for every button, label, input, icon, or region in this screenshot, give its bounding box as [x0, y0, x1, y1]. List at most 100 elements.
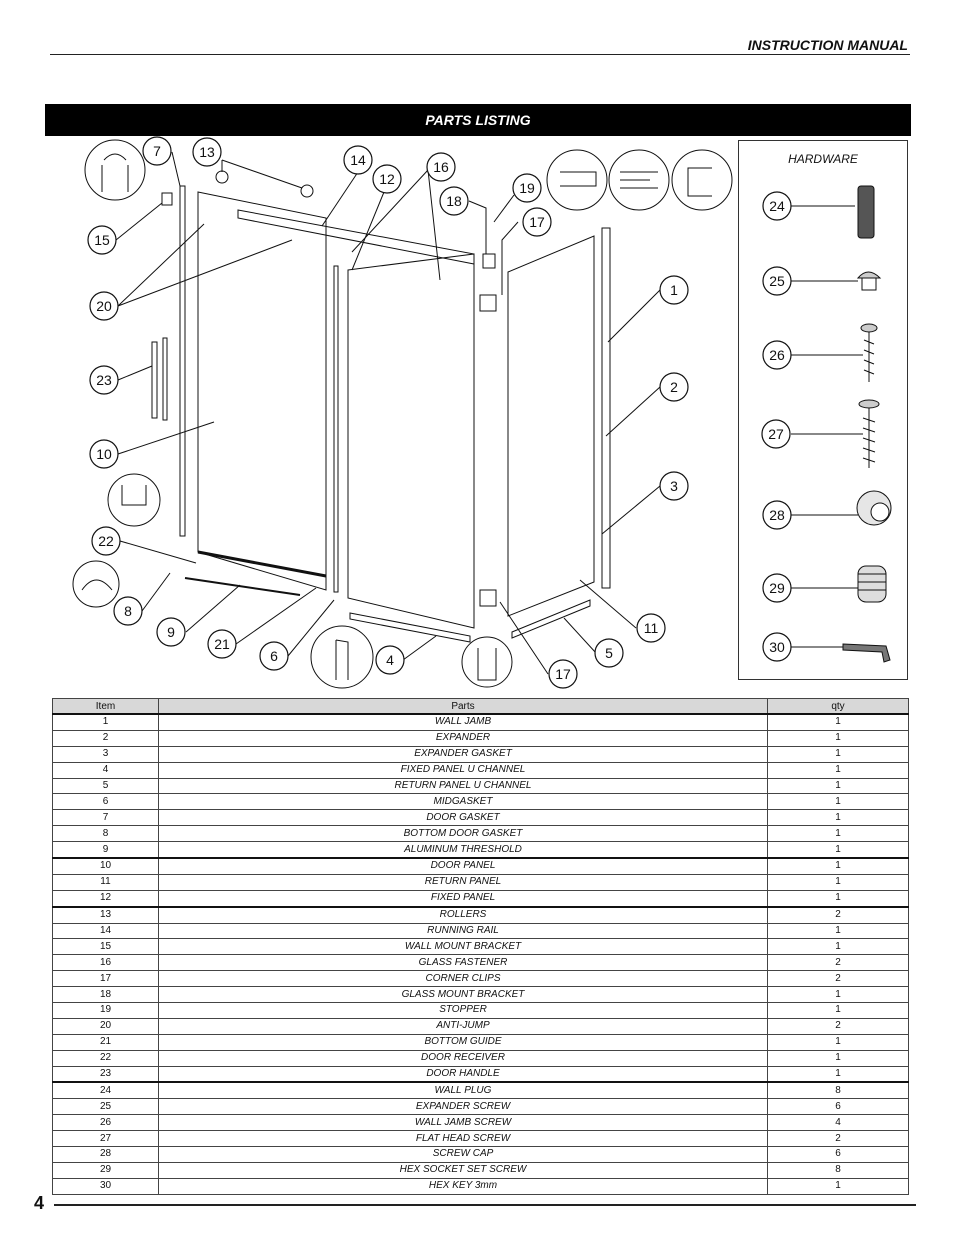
page-number: 4: [34, 1193, 45, 1213]
part-cell: WALL MOUNT BRACKET: [158, 938, 768, 956]
door-gasket-drawing: [179, 185, 186, 537]
callout-14: 14: [350, 152, 366, 168]
part-cell: HEX KEY 3mm: [158, 1177, 768, 1195]
qty-cell: 1: [767, 938, 909, 956]
qty-cell: 1: [767, 729, 909, 747]
callout-26: 26: [769, 347, 785, 363]
qty-cell: 2: [767, 954, 909, 972]
item-cell: 20: [52, 1017, 159, 1035]
callout-18: 18: [446, 193, 462, 209]
part-cell: EXPANDER GASKET: [158, 745, 768, 763]
item-cell: 11: [52, 873, 159, 891]
callout-group: 1 2 3 4 5 6 7 8 9 10 11 12 13 14 15 16 1…: [87, 136, 689, 689]
threshold-drawing: [184, 577, 301, 596]
callout-1: 1: [670, 282, 678, 298]
item-cell: 5: [52, 777, 159, 795]
item-cell: 21: [52, 1033, 159, 1051]
qty-cell: 6: [767, 1146, 909, 1163]
part-cell: SCREW CAP: [158, 1146, 768, 1163]
callout-7: 7: [153, 143, 161, 159]
section-title: PARTS LISTING: [45, 104, 911, 136]
item-cell: 26: [52, 1114, 159, 1132]
part-cell: ALUMINUM THRESHOLD: [158, 841, 768, 859]
callout-11: 11: [644, 620, 659, 636]
callout-29: 29: [769, 580, 785, 596]
qty-cell: 1: [767, 922, 909, 940]
header-rule: [50, 54, 910, 55]
qty-cell: 1: [767, 1002, 909, 1019]
part-cell: CORNER CLIPS: [158, 970, 768, 988]
hardware-title: HARDWARE: [788, 152, 858, 166]
qty-cell: 6: [767, 1098, 909, 1116]
item-cell: 16: [52, 954, 159, 972]
qty-cell: 1: [767, 793, 909, 811]
item-cell: 19: [52, 1002, 159, 1019]
qty-cell: 1: [767, 809, 909, 827]
callout-10: 10: [96, 446, 112, 462]
item-cell: 7: [52, 809, 159, 827]
callout-5: 5: [605, 645, 613, 661]
item-cell: 18: [52, 986, 159, 1004]
item-cell: 10: [52, 856, 159, 875]
part-cell: WALL JAMB SCREW: [158, 1114, 768, 1132]
qty-cell: 1: [767, 1033, 909, 1051]
callout-23: 23: [96, 372, 112, 388]
qty-cell: 4: [767, 1114, 909, 1132]
item-cell: 24: [52, 1081, 159, 1100]
midgasket-drawing: [333, 265, 339, 593]
part-cell: RETURN PANEL: [158, 873, 768, 891]
callout-21: 21: [214, 636, 230, 652]
callout-17-top: 17: [529, 214, 545, 230]
callout-16: 16: [433, 159, 449, 175]
wall-jamb-drawing: [601, 227, 611, 589]
part-cell: DOOR HANDLE: [158, 1065, 768, 1083]
part-cell: DOOR PANEL: [158, 856, 768, 875]
callout-12: 12: [379, 171, 395, 187]
callout-9: 9: [167, 624, 175, 640]
callout-22: 22: [98, 533, 114, 549]
part-cell: EXPANDER SCREW: [158, 1098, 768, 1116]
column-header-qty: qty: [767, 698, 909, 715]
item-cell: 28: [52, 1146, 159, 1163]
qty-cell: 1: [767, 761, 909, 779]
door-panel-drawing: [197, 191, 327, 591]
part-cell: GLASS FASTENER: [158, 954, 768, 972]
callout-25: 25: [769, 273, 785, 289]
callout-28: 28: [769, 507, 785, 523]
running-rail-drawing: [237, 209, 475, 265]
callout-19: 19: [519, 180, 535, 196]
part-cell: DOOR RECEIVER: [158, 1049, 768, 1067]
part-cell: GLASS MOUNT BRACKET: [158, 986, 768, 1004]
item-cell: 9: [52, 841, 159, 859]
qty-cell: 1: [767, 841, 909, 859]
callout-8: 8: [124, 603, 132, 619]
part-cell: EXPANDER: [158, 729, 768, 747]
qty-cell: 2: [767, 1130, 909, 1148]
qty-cell: 1: [767, 1065, 909, 1083]
part-cell: BOTTOM GUIDE: [158, 1033, 768, 1051]
item-cell: 6: [52, 793, 159, 811]
qty-cell: 2: [767, 970, 909, 988]
qty-cell: 1: [767, 1177, 909, 1195]
item-cell: 22: [52, 1049, 159, 1067]
callout-15: 15: [94, 232, 110, 248]
item-cell: 4: [52, 761, 159, 779]
callout-17-bottom: 17: [555, 666, 571, 682]
return-panel-drawing: [507, 235, 595, 617]
